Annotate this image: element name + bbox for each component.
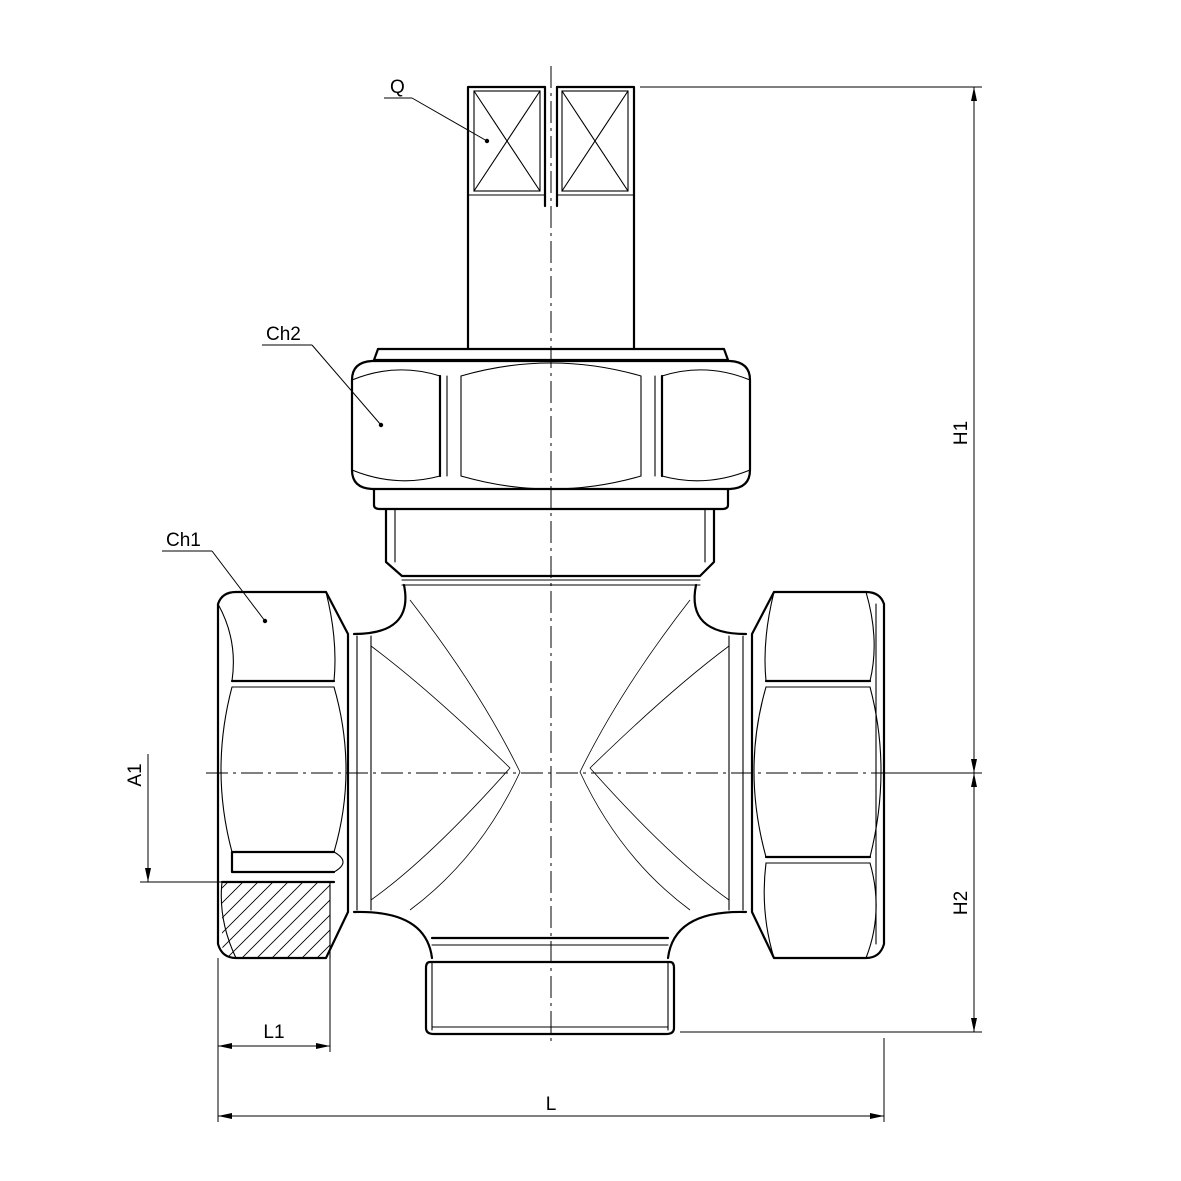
bonnet-neck: [384, 507, 716, 586]
dimension-a1: [140, 754, 222, 883]
label-h1: H1: [951, 421, 972, 445]
label-l: L: [546, 1094, 557, 1115]
leader-q: [384, 97, 490, 144]
dimension-l: [218, 1038, 885, 1122]
dimension-l1: [217, 958, 331, 1122]
bonnet-nut: [350, 347, 752, 511]
leader-ch2: [262, 344, 384, 428]
right-end-nut: [750, 590, 886, 960]
label-q: Q: [390, 77, 405, 98]
valve-body: [352, 583, 748, 1036]
center-lines: [206, 66, 900, 1046]
left-end-nut: [216, 590, 350, 960]
label-ch1: Ch1: [166, 530, 201, 551]
section-hatching: [222, 882, 330, 958]
dimension-h1: [640, 86, 982, 774]
label-h2: H2: [951, 891, 972, 915]
label-ch2: Ch2: [266, 324, 301, 345]
dimension-h2: [680, 773, 982, 1033]
leader-ch1: [162, 550, 268, 624]
label-a1: A1: [125, 763, 146, 786]
valve-stem: [466, 85, 636, 350]
label-l1: L1: [263, 1022, 284, 1043]
